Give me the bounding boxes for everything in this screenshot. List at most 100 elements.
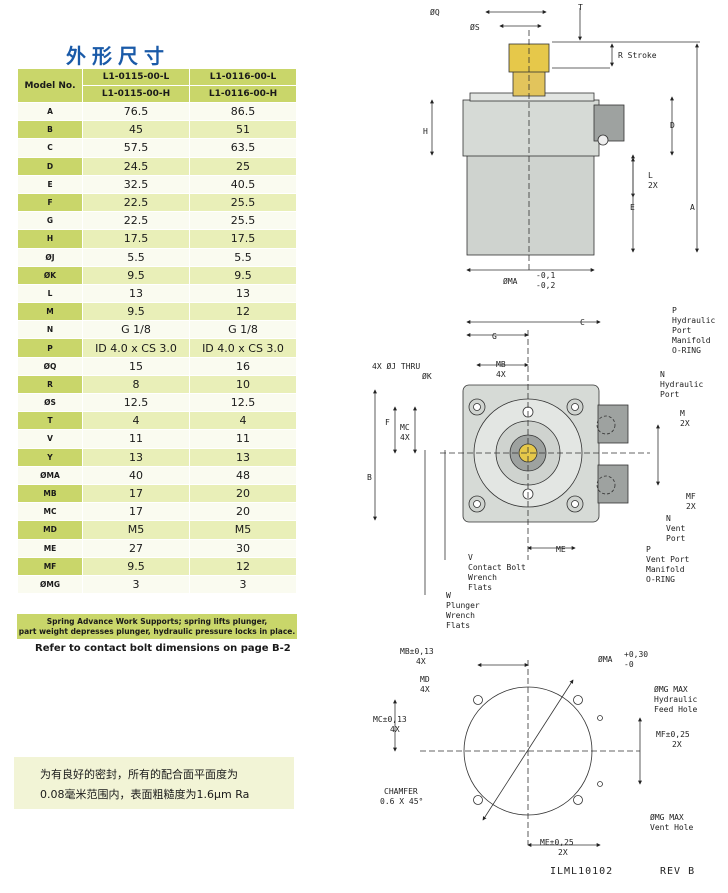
seal-note-box: 为有良好的密封，所有的配合面平面度为 0.08毫米范围内，表面粗糙度为1.6μm… bbox=[14, 757, 294, 809]
dimension-value: 16 bbox=[189, 356, 297, 376]
dimension-label: MF bbox=[17, 556, 83, 576]
dimension-label: D bbox=[17, 156, 83, 176]
dimension-value: G 1/8 bbox=[189, 320, 297, 340]
port-boss bbox=[593, 104, 625, 142]
dim-os: ØS bbox=[470, 22, 480, 32]
dim-me-tol: ME±0,25 bbox=[540, 838, 574, 847]
dimension-value: 3 bbox=[82, 574, 190, 595]
dimension-label: P bbox=[17, 338, 83, 358]
dimension-value: 51 bbox=[189, 120, 297, 140]
dimension-value: 24.5 bbox=[82, 156, 190, 176]
vent-hole-label: Vent Hole bbox=[650, 823, 694, 832]
dimension-value: 25.5 bbox=[189, 211, 297, 231]
vent-hole-label: ØMG MAX bbox=[650, 812, 684, 822]
w-label: W bbox=[446, 591, 451, 600]
dimension-value: 48 bbox=[189, 465, 297, 485]
dimension-value: G 1/8 bbox=[82, 320, 190, 340]
mount-tap-tr bbox=[573, 695, 583, 705]
dimension-label: V bbox=[17, 429, 83, 449]
dim-me-tol-2x: 2X bbox=[558, 848, 568, 857]
dim-oq: ØQ bbox=[430, 7, 440, 17]
dim-t: T bbox=[578, 3, 583, 12]
dim-mc-tol: MC±0,13 bbox=[373, 715, 407, 724]
dimension-value: ID 4.0 x CS 3.0 bbox=[82, 338, 190, 358]
dimension-value: 45 bbox=[82, 120, 190, 140]
vent-hole bbox=[597, 781, 603, 787]
dimension-label: ØK bbox=[17, 265, 83, 285]
dim-c: C bbox=[580, 318, 585, 327]
dimension-value: 13 bbox=[82, 283, 190, 304]
dimension-label: R bbox=[17, 374, 83, 395]
dimension-label: N bbox=[17, 320, 83, 340]
top-view-labels: G C P Hydraulic Port Manifold O-RING 4X … bbox=[367, 306, 716, 630]
top-view bbox=[373, 320, 660, 595]
dimension-value: 63.5 bbox=[189, 138, 297, 158]
w-label: Plunger bbox=[446, 601, 480, 610]
dim-mc-tol-4x: 4X bbox=[390, 725, 400, 734]
top-port-boss-upper bbox=[597, 404, 629, 444]
seal-note-line: 为有良好的密封，所有的配合面平面度为 bbox=[40, 768, 238, 781]
mounting-pattern-labels: MB±0,13 4X ØMA +0,30 -0 MD 4X ØMG MAX Hy… bbox=[373, 647, 698, 857]
dimension-value: 86.5 bbox=[189, 101, 297, 122]
page-title: 外形尺寸 bbox=[66, 44, 170, 68]
dimension-label: H bbox=[17, 229, 83, 249]
dimension-value: 57.5 bbox=[82, 138, 190, 158]
dimension-label: ØMG bbox=[17, 574, 83, 595]
n-hydraulic-label: Port bbox=[660, 390, 679, 399]
port-hole bbox=[597, 134, 609, 146]
dim-oma-tol-lo: -0,2 bbox=[536, 281, 555, 290]
dim-m: M bbox=[680, 409, 685, 418]
dim-m-2x: 2X bbox=[680, 419, 690, 428]
dim-oma-mount: ØMA bbox=[598, 654, 613, 664]
dim-l: L bbox=[648, 171, 653, 180]
dim-mb-tol-4x: 4X bbox=[416, 657, 426, 666]
dim-a: A bbox=[690, 203, 695, 212]
dimension-value: 9.5 bbox=[82, 265, 190, 285]
dim-l-2x: 2X bbox=[648, 181, 658, 190]
mount-tap-br bbox=[573, 795, 583, 805]
p-hydraulic-label: Manifold bbox=[672, 336, 711, 345]
chamfer-label: CHAMFER bbox=[384, 787, 418, 796]
table-note: Spring Advance Work Supports; spring lif… bbox=[17, 614, 297, 639]
dimension-value: 40 bbox=[82, 465, 190, 485]
dimension-value: 13 bbox=[189, 447, 297, 467]
mounting-pattern bbox=[393, 660, 642, 847]
side-view bbox=[430, 8, 700, 272]
dim-oma: ØMA bbox=[503, 276, 518, 286]
dim-b: B bbox=[367, 473, 372, 482]
p-vent-label: Vent Port bbox=[646, 555, 690, 564]
thru-label: 4X ØJ THRU bbox=[372, 361, 420, 371]
dim-mf-tol-2x: 2X bbox=[672, 740, 682, 749]
n-vent-label: Vent bbox=[666, 524, 685, 533]
dim-oma-tol-up: -0,1 bbox=[536, 271, 555, 280]
dimension-value: 5.5 bbox=[189, 247, 297, 267]
p-hydraulic-label: Hydraulic bbox=[672, 316, 716, 325]
feed-hole-label: Feed Hole bbox=[654, 705, 698, 714]
n-vent-label: Port bbox=[666, 534, 685, 543]
v-label: Flats bbox=[468, 583, 492, 592]
table-note-line: part weight depresses plunger, hydraulic… bbox=[18, 627, 296, 636]
dimension-value: 11 bbox=[82, 429, 190, 449]
seal-note-line: 0.08毫米范围内，表面粗糙度为1.6μm Ra bbox=[40, 788, 250, 801]
dimension-value: 13 bbox=[189, 283, 297, 304]
dim-mb: MB bbox=[496, 360, 506, 369]
dimension-label: T bbox=[17, 411, 83, 431]
body-lower bbox=[466, 154, 595, 256]
dimension-value: 22.5 bbox=[82, 211, 190, 231]
top-port-boss-lower bbox=[597, 464, 629, 504]
dim-f: F bbox=[385, 418, 390, 427]
dimension-value: 27 bbox=[82, 538, 190, 558]
